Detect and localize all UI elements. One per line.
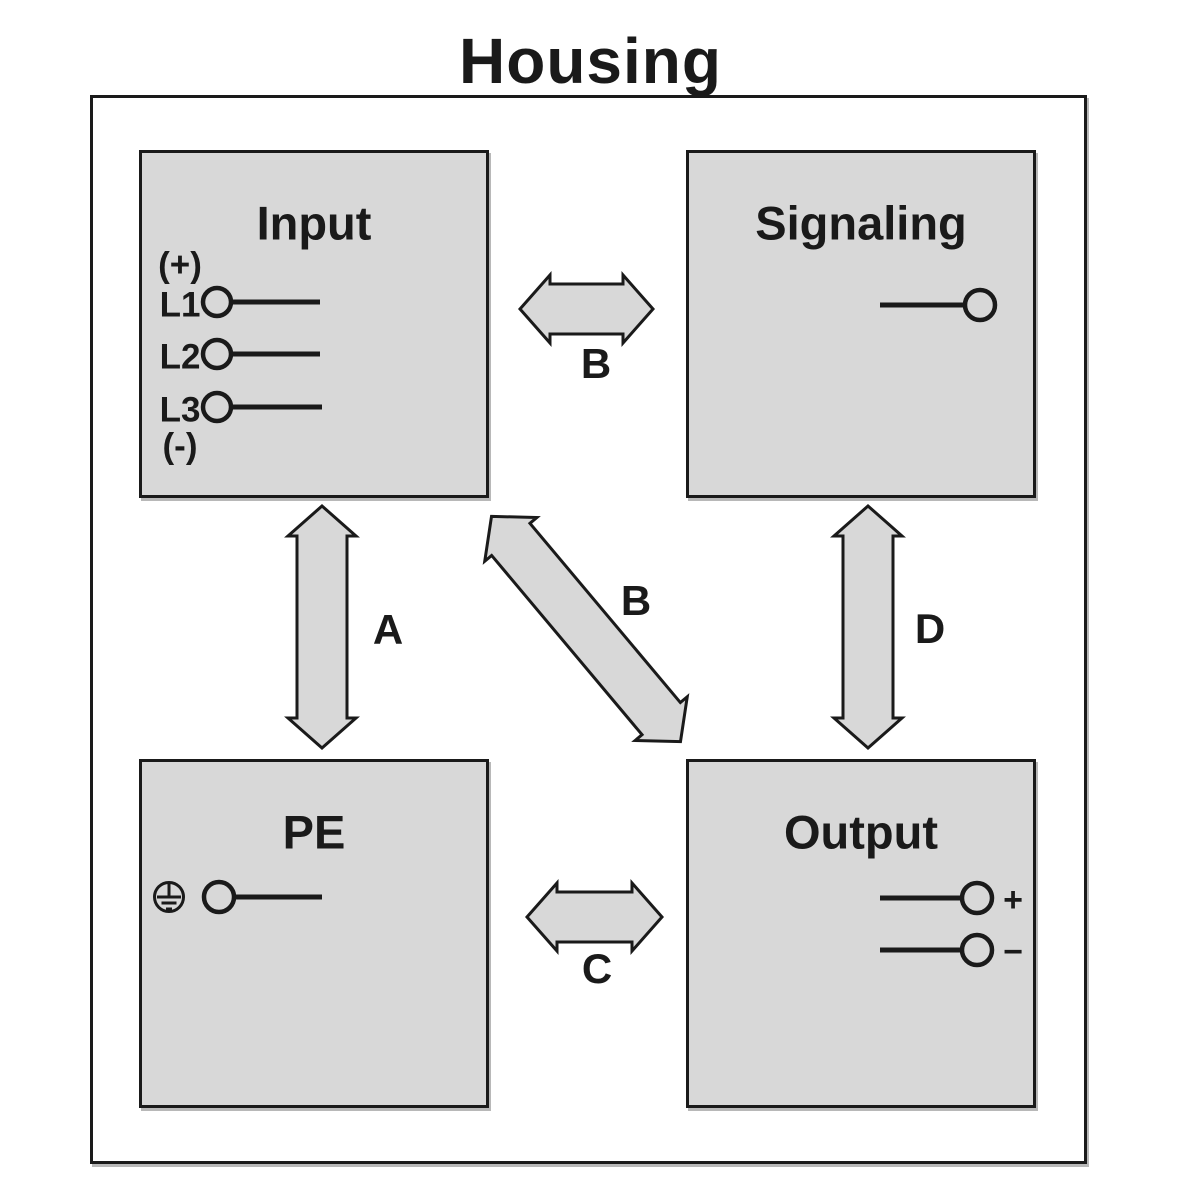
- input-terminal-label-l1: L1: [159, 285, 201, 325]
- block-pe: PE: [139, 759, 489, 1108]
- signaling-title: Signaling: [755, 196, 967, 250]
- output-title: Output: [784, 805, 938, 859]
- block-output: Output + −: [686, 759, 1036, 1108]
- arrow-label-c: C: [581, 945, 613, 992]
- input-negative-marker: (-): [162, 426, 198, 466]
- input-title: Input: [256, 196, 372, 250]
- arrow-label-a: A: [372, 606, 404, 653]
- arrow-label-b-top: B: [580, 340, 612, 387]
- page-title: Housing: [459, 25, 722, 97]
- input-terminal-label-l3: L3: [159, 390, 201, 430]
- arrow-label-b-diagonal: B: [620, 577, 652, 624]
- input-terminal-label-l2: L2: [159, 337, 201, 377]
- block-signaling: Signaling: [686, 150, 1036, 498]
- pe-title: PE: [282, 805, 346, 859]
- arrow-label-d: D: [914, 605, 946, 652]
- output-negative-label: −: [1003, 933, 1023, 971]
- block-input: Input (+) L1 L2 L3 (-): [139, 150, 489, 498]
- input-positive-marker: (+): [158, 245, 202, 285]
- housing-outline: [90, 95, 1087, 1164]
- output-positive-label: +: [1003, 881, 1023, 919]
